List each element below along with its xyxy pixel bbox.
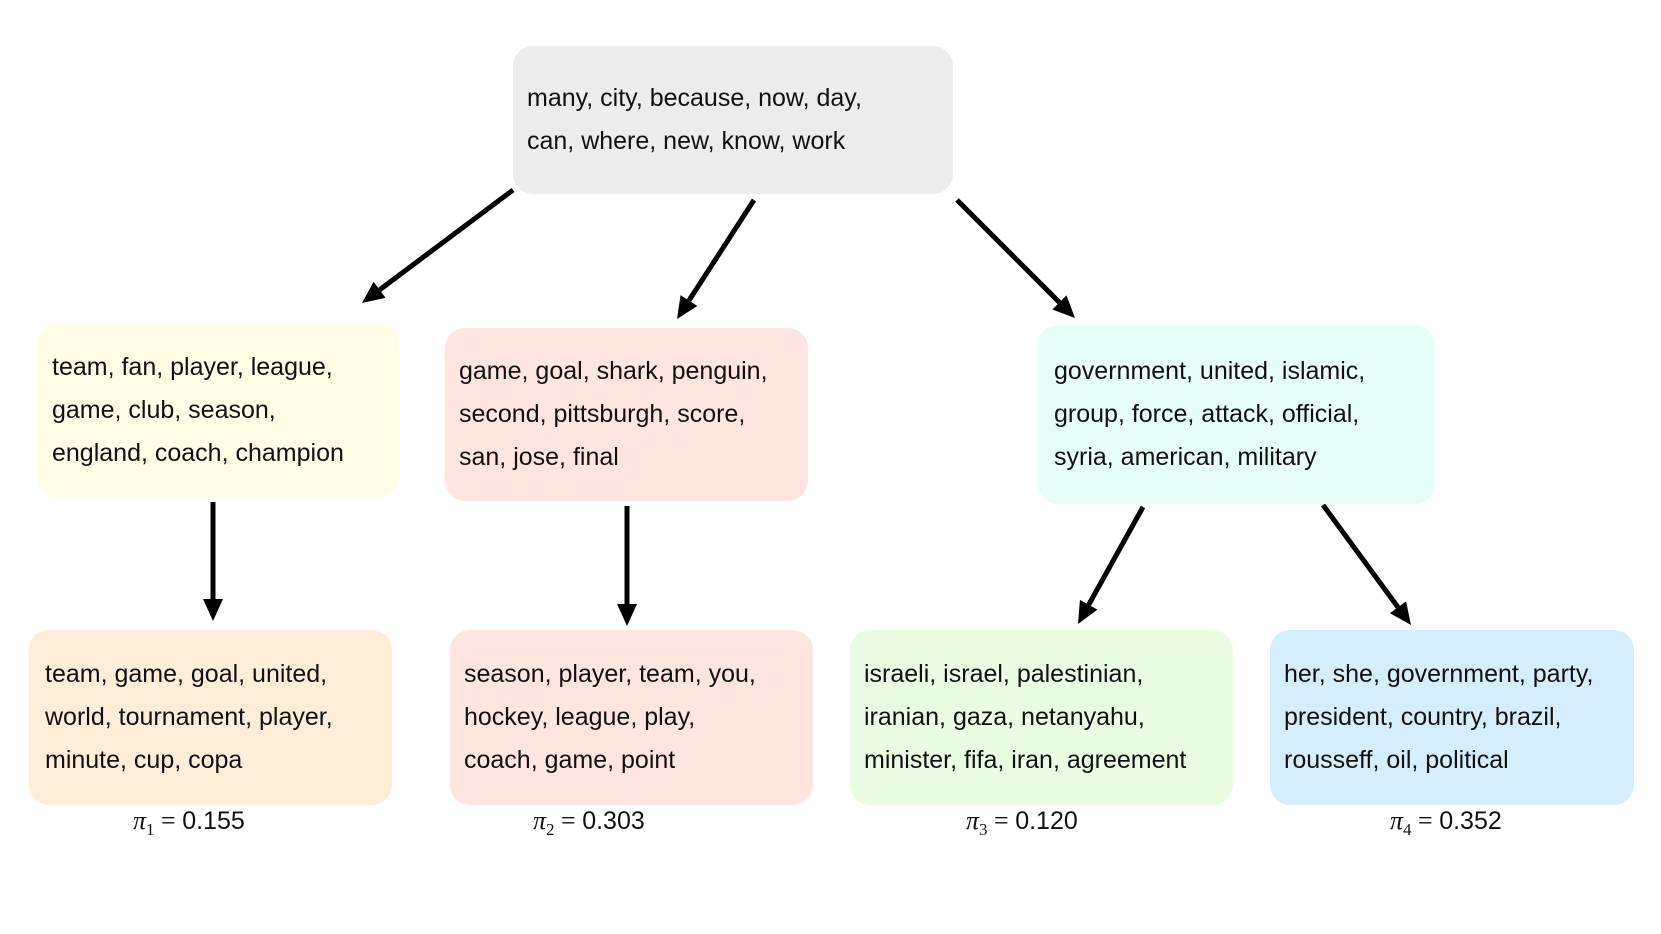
edge-politics-to-leaf4 (1320, 503, 1401, 609)
arrowhead-icon (677, 295, 698, 319)
pi-index: 2 (546, 820, 555, 840)
node-leaf-3: israeli, israel, palestinian, iranian, g… (850, 630, 1233, 805)
weight-value: 0.303 (582, 807, 645, 835)
node-line: hockey, league, play, (464, 703, 696, 731)
arrowhead-icon (1052, 295, 1075, 318)
arrowhead-icon (362, 281, 386, 303)
weight-label-2: π2 = 0.303 (533, 806, 645, 840)
node-root: many, city, because, now, day, can, wher… (513, 46, 953, 194)
node-line: israeli, israel, palestinian, (864, 660, 1144, 688)
weight-label-1: π1 = 0.155 (133, 806, 245, 840)
equals-sign: = (1418, 806, 1433, 835)
node-line: her, she, government, party, (1284, 660, 1594, 688)
edge-root-to-sports_general (378, 187, 515, 292)
edge-root-to-politics (955, 198, 1062, 305)
edge-root-to-hockey (686, 198, 757, 302)
pi-index: 3 (979, 820, 988, 840)
weight-label-3: π3 = 0.120 (966, 806, 1078, 840)
node-line: minute, cup, copa (45, 746, 243, 774)
node-politics: government, united, islamic, group, forc… (1038, 325, 1435, 504)
arrowhead-icon (1078, 599, 1098, 624)
node-leaf-4: her, she, government, party, president, … (1270, 630, 1634, 805)
pi-symbol: π (966, 806, 980, 835)
weight-value: 0.352 (1439, 807, 1502, 835)
weight-value: 0.155 (182, 807, 245, 835)
node-line: iranian, gaza, netanyahu, (864, 703, 1145, 731)
node-hockey: game, goal, shark, penguin, second, pitt… (445, 328, 808, 501)
arrowhead-icon (203, 599, 223, 621)
node-sports-general: team, fan, player, league, game, club, s… (38, 323, 399, 497)
arrowhead-icon (1389, 601, 1411, 625)
node-line: can, where, new, know, work (527, 127, 846, 155)
node-line: game, club, season, (52, 395, 276, 424)
node-leaf-2: season, player, team, you, hockey, leagu… (450, 630, 813, 805)
node-line: minister, fifa, iran, agreement (864, 746, 1187, 774)
node-line: coach, game, point (464, 746, 676, 774)
arrowhead-icon (617, 604, 637, 626)
pi-index: 1 (146, 820, 155, 840)
node-line: second, pittsburgh, score, (459, 400, 746, 428)
node-line: season, player, team, you, (464, 660, 756, 688)
node-line: president, country, brazil, (1284, 703, 1562, 731)
pi-index: 4 (1403, 820, 1412, 840)
equals-sign: = (561, 806, 576, 835)
pi-symbol: π (1390, 806, 1404, 835)
node-line: many, city, because, now, day, (527, 84, 862, 112)
pi-symbol: π (133, 806, 147, 835)
node-line: game, goal, shark, penguin, (459, 357, 768, 385)
pi-symbol: π (533, 806, 547, 835)
equals-sign: = (994, 806, 1009, 835)
equals-sign: = (161, 806, 176, 835)
node-line: rousseff, oil, political (1284, 746, 1509, 774)
node-line: san, jose, final (459, 443, 619, 471)
weight-label-4: π4 = 0.352 (1390, 806, 1502, 840)
edge-politics-to-leaf3 (1086, 505, 1146, 606)
node-line: world, tournament, player, (45, 703, 333, 731)
node-line: government, united, islamic, (1054, 357, 1366, 385)
node-leaf-1: team, game, goal, united, world, tournam… (29, 630, 392, 805)
weight-value: 0.120 (1015, 807, 1078, 835)
node-line: group, force, attack, official, (1054, 400, 1360, 428)
node-line: team, fan, player, league, (52, 352, 333, 381)
node-line: syria, american, military (1054, 443, 1317, 471)
node-line: team, game, goal, united, (45, 660, 328, 688)
node-line: england, coach, champion (52, 438, 344, 467)
